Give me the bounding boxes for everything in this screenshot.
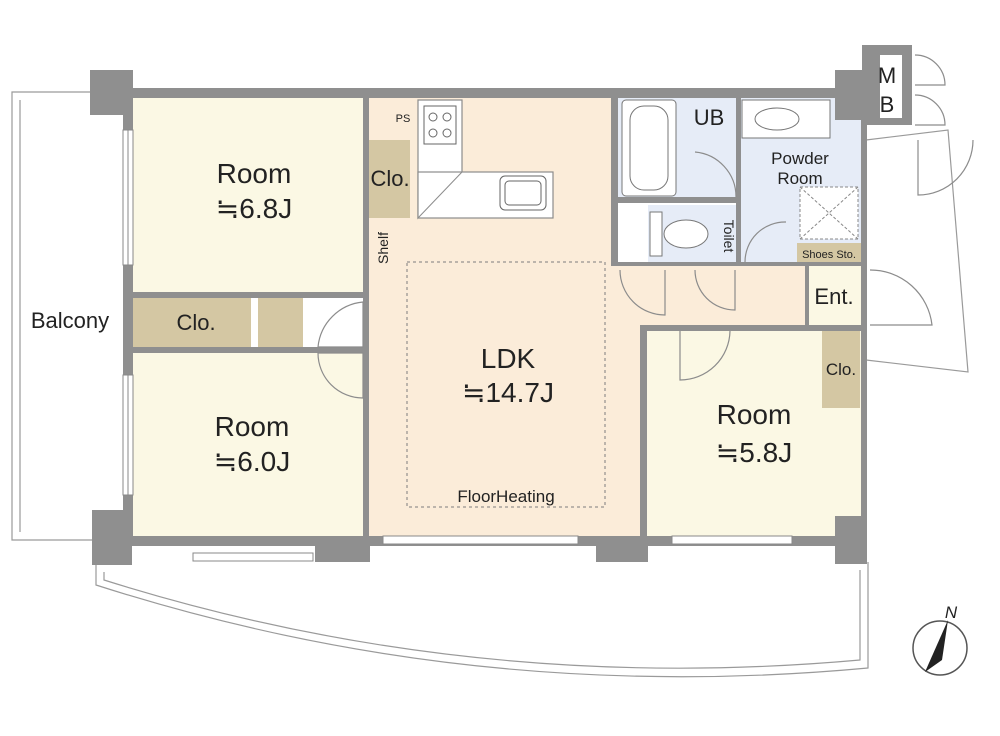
shoes-storage [797, 243, 861, 265]
closet-kitchen-label: Clo. [370, 166, 409, 191]
north-label: N [945, 603, 958, 622]
shelf-label: Shelf [375, 232, 391, 264]
entrance-label: Ent. [814, 284, 853, 309]
shoes-storage-label: Shoes Sto. [802, 249, 856, 261]
bathtub-icon [621, 99, 677, 197]
ub-label: UB [694, 105, 725, 130]
floor-heating-label: FloorHeating [457, 487, 554, 506]
ldk-size: ≒14.7J [462, 377, 554, 408]
hall-floor [611, 265, 806, 327]
room-se-size: ≒5.8J [716, 437, 792, 468]
room-se-name: Room [717, 399, 792, 430]
room-nw-name: Room [217, 158, 292, 189]
doors [317, 54, 974, 399]
room-nw-size: ≒6.8J [216, 193, 292, 224]
room-sw-floor [133, 353, 363, 538]
ps-label: PS [396, 113, 411, 125]
closet-west-label: Clo. [176, 310, 215, 335]
closet-east-label: Clo. [826, 360, 856, 379]
toilet-icon [649, 211, 709, 257]
ldk-name: LDK [481, 343, 536, 374]
closet-west [133, 297, 251, 347]
closet-west-small [258, 297, 303, 347]
room-nw-floor [133, 97, 363, 297]
room-sw-size: ≒6.0J [214, 446, 290, 477]
closet-kitchen [368, 140, 410, 218]
floor-heating-zone [406, 261, 606, 508]
stove-icon [423, 105, 457, 145]
mb-label-1: M [878, 63, 896, 88]
entrance-floor [806, 262, 863, 325]
windows [122, 129, 793, 562]
washbasin-icon [741, 99, 831, 139]
balcony-outline [11, 91, 969, 678]
washer-pan [799, 186, 859, 240]
powder-label-1: Powder [771, 149, 829, 168]
toilet-label: Toilet [721, 220, 737, 253]
sink-icon [499, 175, 547, 211]
room-sw-name: Room [215, 411, 290, 442]
mb-label-2: B [880, 92, 895, 117]
closet-east [822, 330, 860, 408]
balcony-label: Balcony [31, 308, 109, 333]
north-arrow-icon: N [912, 603, 968, 676]
powder-label-2: Room [777, 169, 822, 188]
